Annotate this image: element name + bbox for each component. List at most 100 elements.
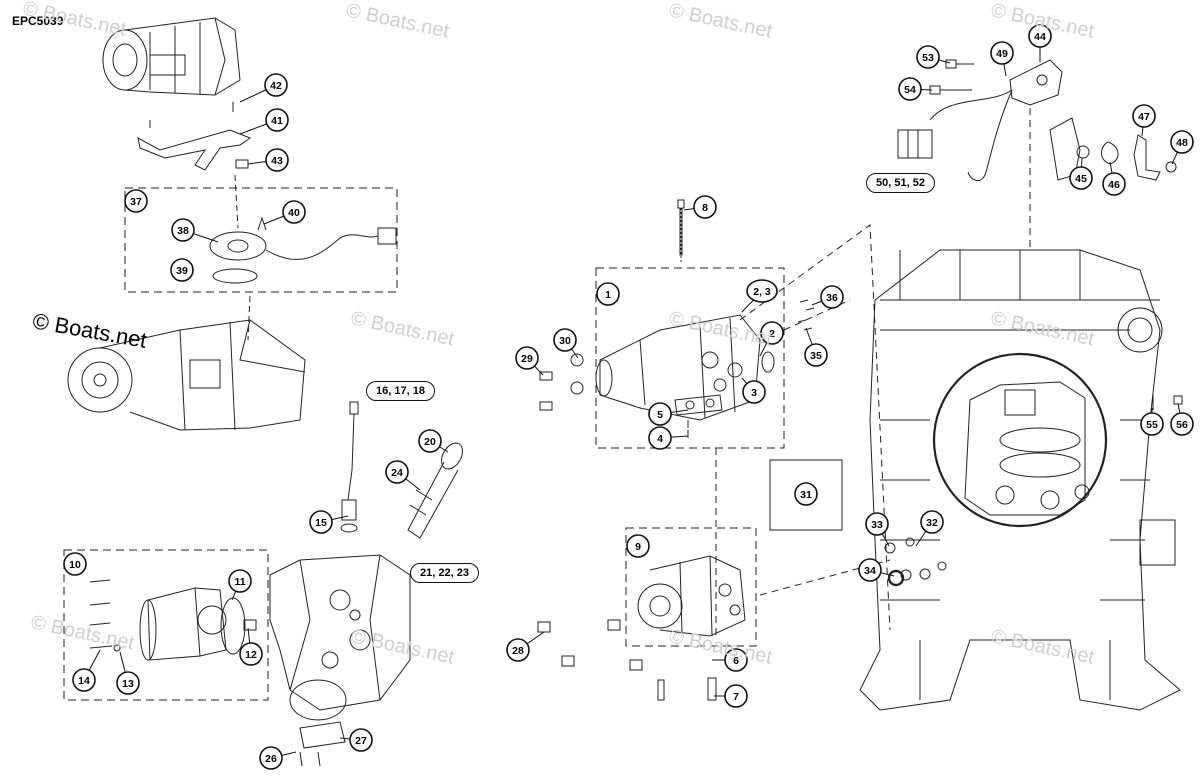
callout-14[interactable]: 14 <box>72 668 96 692</box>
callout-4[interactable]: 4 <box>648 426 672 450</box>
callout-34[interactable]: 34 <box>858 558 882 582</box>
callout-label: 3 <box>751 387 757 399</box>
callout-55[interactable]: 55 <box>1140 412 1164 436</box>
callout-53[interactable]: 53 <box>916 45 940 69</box>
callout-group-16-17-18[interactable]: 16, 17, 18 <box>366 381 435 401</box>
callout-label: 41 <box>271 115 283 127</box>
callout-45[interactable]: 45 <box>1069 166 1093 190</box>
callout-32[interactable]: 32 <box>920 510 944 534</box>
callout-35[interactable]: 35 <box>804 343 828 367</box>
trim-connector <box>897 59 1063 250</box>
callout-1[interactable]: 1 <box>596 282 620 306</box>
callout-label: 2 <box>769 328 775 340</box>
callout-label: 14 <box>78 675 90 687</box>
callout-56[interactable]: 56 <box>1170 412 1194 436</box>
callout-15[interactable]: 15 <box>309 510 333 534</box>
callout-label: 5 <box>657 409 663 421</box>
callout-43[interactable]: 43 <box>265 148 289 172</box>
callout-12[interactable]: 12 <box>239 642 263 666</box>
callout-6[interactable]: 6 <box>724 648 748 672</box>
callout-label: 32 <box>926 517 938 529</box>
bracket <box>137 129 252 171</box>
callout-group-21-22-23[interactable]: 21, 22, 23 <box>410 563 479 583</box>
callout-label: 47 <box>1138 111 1150 123</box>
callout-label: 46 <box>1108 179 1120 191</box>
callout-label: 33 <box>871 519 883 531</box>
callout-label: 53 <box>922 52 934 64</box>
speed-sensor <box>340 401 359 533</box>
callout-42[interactable]: 42 <box>264 73 288 97</box>
callout-label: 24 <box>391 467 403 479</box>
actuator-housing-top <box>102 17 241 96</box>
callout-31[interactable]: 31 <box>794 482 818 506</box>
callout-49[interactable]: 49 <box>990 41 1014 65</box>
callout-28[interactable]: 28 <box>506 638 530 662</box>
callout-label: 15 <box>315 517 327 529</box>
callout-38[interactable]: 38 <box>171 218 195 242</box>
callout-27[interactable]: 27 <box>349 728 373 752</box>
callout-label: 40 <box>288 207 300 219</box>
callout-label: 44 <box>1034 31 1046 43</box>
hydraulic-unit-bottom <box>637 555 746 637</box>
callout-label: 35 <box>810 350 822 362</box>
callout-7[interactable]: 7 <box>724 684 748 708</box>
callout-label: 9 <box>635 541 641 553</box>
callout-2[interactable]: 2 <box>760 321 784 345</box>
callout-26[interactable]: 26 <box>259 746 283 770</box>
callout-46[interactable]: 46 <box>1102 172 1126 196</box>
callout-13[interactable]: 13 <box>116 671 140 695</box>
callout-29[interactable]: 29 <box>515 346 539 370</box>
callout-label: 39 <box>176 265 188 277</box>
callout-2-3[interactable]: 2, 3 <box>746 279 778 303</box>
callout-20[interactable]: 20 <box>418 429 442 453</box>
callout-39[interactable]: 39 <box>170 258 194 282</box>
callout-label: 43 <box>271 155 283 167</box>
diagram-code: EPC5039 <box>12 14 64 28</box>
pump-assembly-left <box>269 554 411 767</box>
callout-40[interactable]: 40 <box>282 200 306 224</box>
callout-5[interactable]: 5 <box>648 402 672 426</box>
electric-motor <box>89 579 257 661</box>
callout-24[interactable]: 24 <box>385 460 409 484</box>
callout-48[interactable]: 48 <box>1170 130 1194 154</box>
callout-label: 29 <box>521 353 533 365</box>
callout-label: 45 <box>1075 173 1087 185</box>
callout-47[interactable]: 47 <box>1132 104 1156 128</box>
callout-41[interactable]: 41 <box>265 108 289 132</box>
callout-label: 13 <box>122 678 134 690</box>
callout-9[interactable]: 9 <box>626 534 650 558</box>
callout-10[interactable]: 10 <box>63 552 87 576</box>
callout-30[interactable]: 30 <box>553 328 577 352</box>
callout-11[interactable]: 11 <box>228 569 252 593</box>
callout-label: 20 <box>424 436 436 448</box>
callout-36[interactable]: 36 <box>820 285 844 309</box>
callout-group-50-51-52[interactable]: 50, 51, 52 <box>866 173 935 193</box>
callout-44[interactable]: 44 <box>1028 24 1052 48</box>
callout-label: 30 <box>559 335 571 347</box>
callout-label: 6 <box>733 655 739 667</box>
position-sensor <box>209 216 397 284</box>
callout-label: 34 <box>864 565 876 577</box>
callout-label: 56 <box>1176 419 1188 431</box>
callout-label: 31 <box>800 489 812 501</box>
callout-33[interactable]: 33 <box>865 512 889 536</box>
detail-circle <box>932 352 1108 528</box>
callout-label: 1 <box>605 289 611 301</box>
long-bolt <box>677 199 685 256</box>
callout-8[interactable]: 8 <box>693 195 717 219</box>
callout-label: 55 <box>1146 419 1158 431</box>
callout-label: 2, 3 <box>753 286 771 298</box>
callout-54[interactable]: 54 <box>898 77 922 101</box>
callout-37[interactable]: 37 <box>124 189 148 213</box>
callout-label: 12 <box>245 649 257 661</box>
fluid-hose <box>407 442 463 539</box>
callout-label: 37 <box>130 196 142 208</box>
callout-label: 7 <box>733 691 739 703</box>
engine-block-left <box>67 319 306 431</box>
callout-3[interactable]: 3 <box>742 380 766 404</box>
callout-label: 28 <box>512 645 524 657</box>
callout-label: 49 <box>996 48 1008 60</box>
callout-label: 11 <box>234 576 245 588</box>
